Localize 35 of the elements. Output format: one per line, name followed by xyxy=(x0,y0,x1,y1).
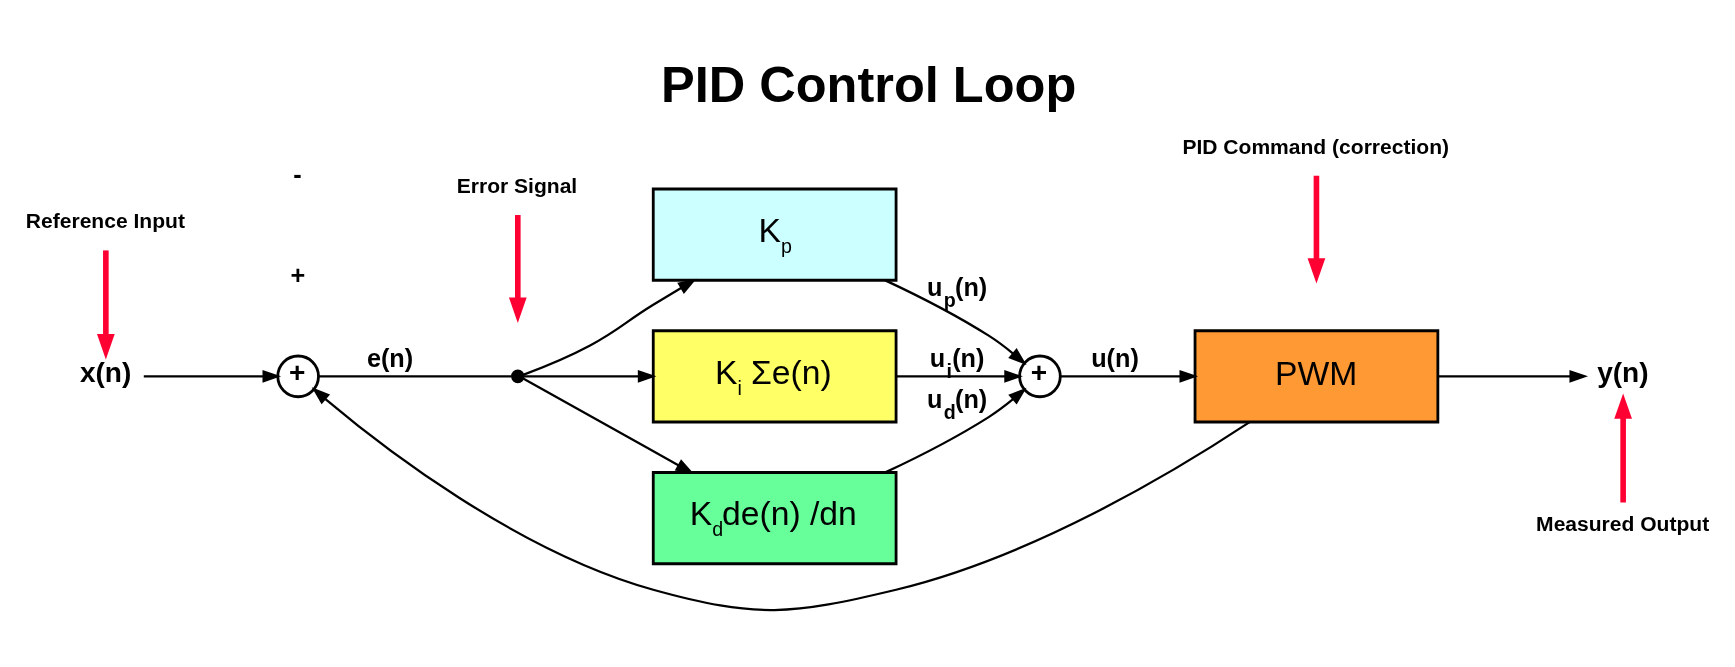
node-box: K$_{d}$de(n) /dn xyxy=(651,470,897,565)
arrow xyxy=(143,369,281,383)
node-circle: + xyxy=(1017,354,1062,398)
label: + xyxy=(289,260,305,289)
edge-label: e(n) xyxy=(366,343,413,372)
node-box: K$_{i}$ Σe(n) xyxy=(651,328,897,423)
arrow xyxy=(96,249,115,359)
arrow xyxy=(1613,393,1632,502)
node-box: K$_{p}$ xyxy=(651,187,897,282)
node-circle: + xyxy=(275,354,320,398)
node-circle xyxy=(510,369,525,383)
node-box: PWM xyxy=(1193,328,1439,423)
arrow xyxy=(1437,369,1588,383)
node-text: y(n) xyxy=(1596,356,1649,388)
node-text: Error Signal xyxy=(456,173,577,197)
arrow xyxy=(1307,175,1325,284)
arrow xyxy=(895,369,1023,383)
arrow xyxy=(311,386,1250,611)
arrow xyxy=(1060,369,1198,383)
node-text: Reference Input xyxy=(25,208,185,232)
diagram-title: PID Control Loop xyxy=(660,55,1076,113)
node-text: Measured Output xyxy=(1535,511,1709,535)
connector xyxy=(318,374,511,377)
node-text: PID Command (correction) xyxy=(1181,134,1449,158)
edge-label: u$_{p}$(n) xyxy=(926,272,987,311)
label: - xyxy=(292,159,302,188)
edge-label: u$_{d}$(n) xyxy=(926,384,987,423)
arrow xyxy=(522,278,696,376)
arrow xyxy=(523,369,656,383)
arrow xyxy=(522,377,694,474)
arrow xyxy=(884,387,1027,473)
edge-label: u(n) xyxy=(1090,343,1139,372)
arrow xyxy=(884,278,1027,365)
arrow xyxy=(508,214,527,323)
node-text: x(n) xyxy=(79,356,131,388)
